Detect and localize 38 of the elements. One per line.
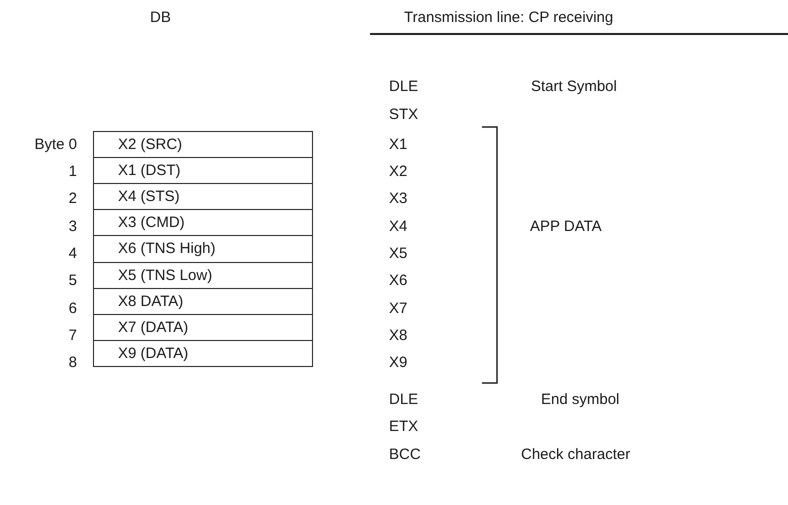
column-heading: Transmission line: CP receiving (404, 9, 614, 27)
code-label: DLE (389, 78, 418, 96)
code-label: X3 (389, 190, 408, 208)
column-heading: DB (150, 9, 171, 27)
byte-label: 2 (68, 190, 77, 208)
code-label: X4 (389, 218, 408, 236)
byte-label: 3 (68, 218, 77, 236)
table-cell: X4 (STS) (93, 183, 313, 211)
description-label: End symbol (541, 391, 620, 409)
table-cell: X9 (DATA) (93, 340, 313, 368)
description-label: Check character (521, 446, 630, 464)
byte-label: 5 (68, 272, 77, 290)
code-label: X1 (389, 136, 408, 154)
code-label: X6 (389, 272, 408, 290)
byte-label: 6 (68, 300, 77, 318)
byte-label: 1 (68, 163, 77, 181)
table-cell: X1 (DST) (93, 157, 313, 185)
code-label: X7 (389, 300, 408, 318)
byte-label: 8 (68, 354, 77, 372)
table-cell: X8 DATA) (93, 288, 313, 316)
table-cell: X5 (TNS Low) (93, 262, 313, 290)
byte-label: 7 (68, 327, 77, 345)
code-label: ETX (389, 418, 418, 436)
table-cell: X7 (DATA) (93, 314, 313, 342)
code-label: X2 (389, 163, 408, 181)
table-cell: X2 (SRC) (93, 131, 313, 159)
code-label: BCC (389, 446, 421, 464)
description-label: APP DATA (530, 218, 602, 236)
code-label: X8 (389, 327, 408, 345)
byte-label: Byte 0 (34, 136, 77, 154)
code-label: STX (389, 106, 418, 124)
code-label: DLE (389, 391, 418, 409)
description-label: Start Symbol (531, 78, 617, 96)
code-label: X9 (389, 354, 408, 372)
byte-label: 4 (68, 245, 77, 263)
code-label: X5 (389, 245, 408, 263)
table-cell: X6 (TNS High) (93, 235, 313, 263)
table-cell: X3 (CMD) (93, 209, 313, 237)
